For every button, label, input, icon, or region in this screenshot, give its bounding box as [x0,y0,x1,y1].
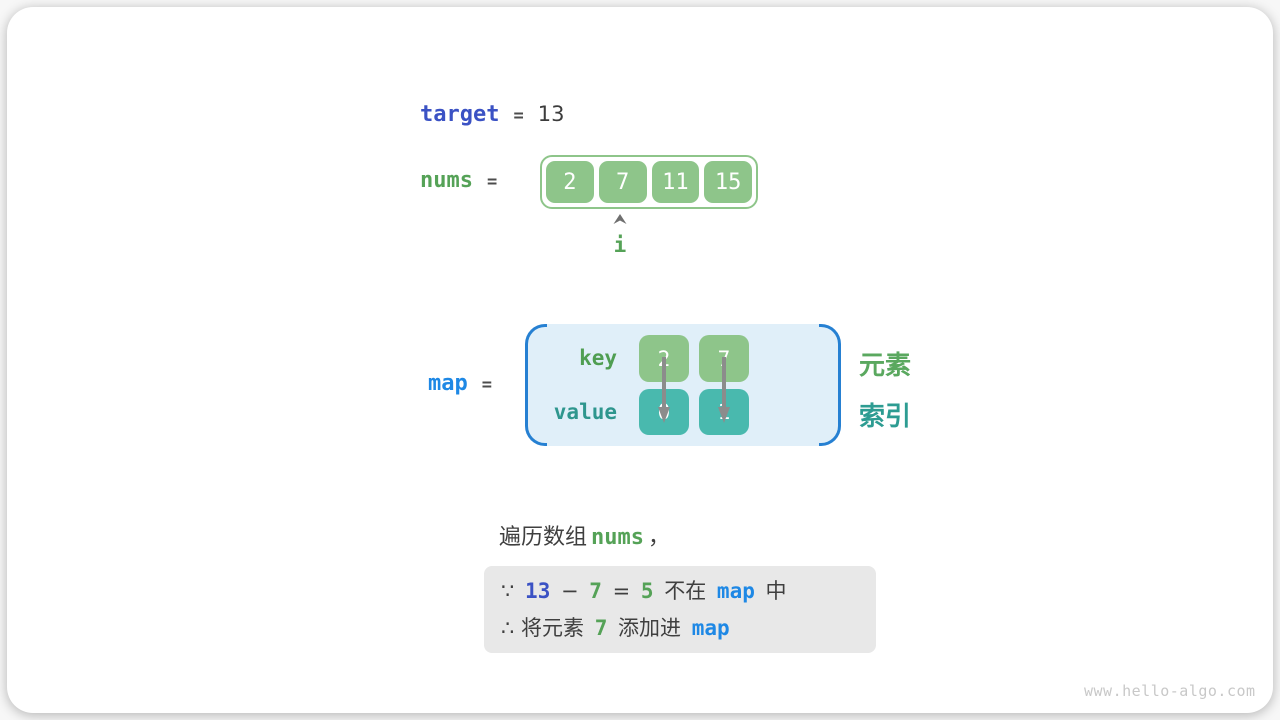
nums-label: nums [420,168,473,193]
text-segment: 5 [640,579,654,603]
array-cell: 7 [598,161,647,203]
note-line: ∵ 13 − 7 = 5 不在 map 中 [501,573,876,610]
index-pointer-label: i [613,233,627,257]
note-line: ∴ 将元素 7 添加进 map [501,610,876,647]
map-assignment: map = [428,371,492,396]
target-label: target [420,102,500,127]
nums-assignment: nums = [420,168,497,193]
text-segment: 添加进 [611,616,688,640]
text-segment: 不在 [657,579,713,603]
text-segment: map [716,579,755,603]
map-value-row-label: value [553,400,617,424]
text-segment: ∴ 将元素 [501,616,591,640]
map-bracket-right [819,324,841,446]
text-segment: nums [591,525,644,550]
text-segment: map [691,616,730,640]
equals-sign: = [513,106,524,126]
target-assignment: target = 13 [420,102,564,127]
target-value: 13 [537,102,565,126]
equals-sign: = [481,375,492,395]
index-side-label: 索引 [859,402,912,432]
map-bracket-left [525,324,547,446]
element-side-label: 元素 [859,351,912,381]
nums-array: 2 7 11 15 [540,155,758,209]
text-segment: ∵ [501,579,522,603]
arrow-down-icon [658,357,670,423]
text-segment: 中 [758,579,787,603]
equals-sign: = [486,172,498,192]
array-cell: 15 [704,161,752,203]
map-container: key value 2 7 0 1 [525,324,841,446]
text-segment: − [554,579,586,603]
watermark: www.hello-algo.com [1084,682,1256,700]
text-segment: 7 [594,616,608,640]
text-segment: 7 [589,579,602,603]
diagram-card: target = 13 nums = 2 7 11 15 i map = key… [7,7,1273,713]
text-segment: 遍历数组 [499,525,588,550]
pointer-up-icon [613,214,627,224]
map-key-row-label: key [579,346,617,370]
array-cell: 2 [546,161,594,203]
text-segment: ， [648,525,671,550]
text-segment: 13 [525,579,551,603]
map-label: map [428,371,468,396]
array-cell: 11 [651,161,700,203]
note-box: ∵ 13 − 7 = 5 不在 map 中 ∴ 将元素 7 添加进 map [484,566,876,653]
text-segment: = [605,579,637,603]
arrow-down-icon [718,357,730,423]
